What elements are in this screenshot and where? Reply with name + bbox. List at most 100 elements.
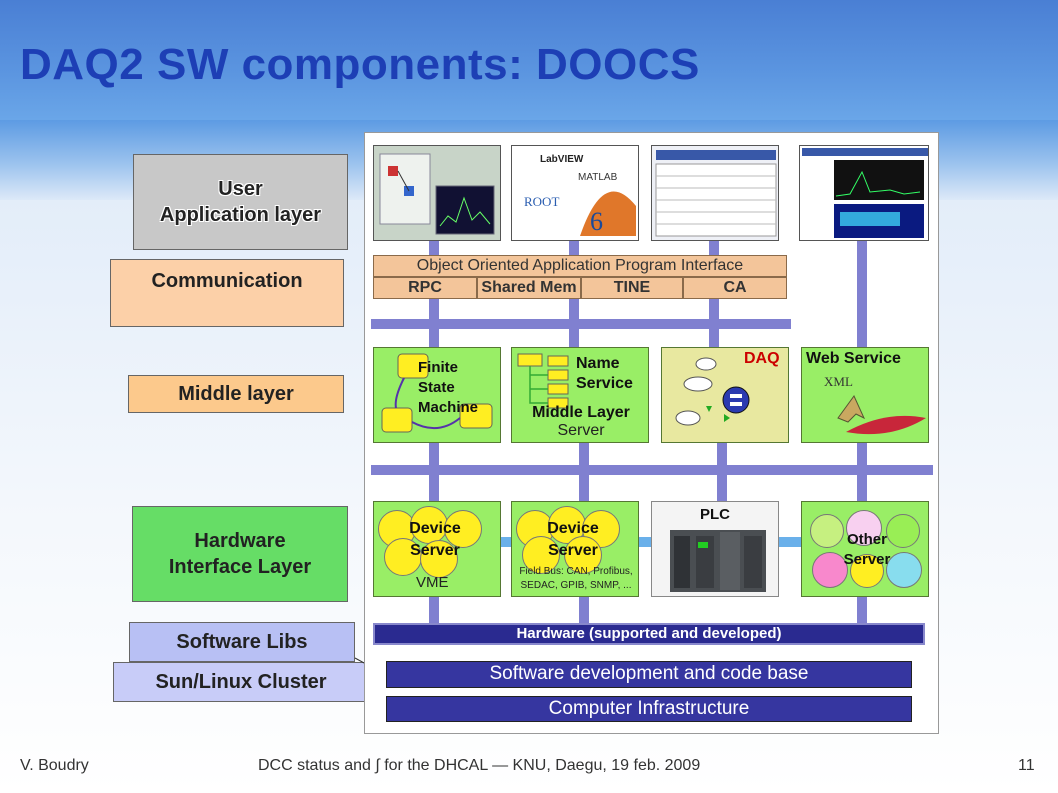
- doocs-architecture-diagram: LabVIEW MATLAB ROOT 6 Object Oriented Ap…: [364, 132, 939, 734]
- synoptic-panel-graphic: [379, 153, 495, 235]
- oo-api-box: Object Oriented Application Program Inte…: [373, 255, 787, 277]
- web-service-label: Web Service: [806, 350, 901, 367]
- connector: [779, 537, 801, 547]
- daq-label: DAQ: [744, 350, 780, 367]
- name-service-label: Name Service: [576, 355, 633, 392]
- other-server-label: Other Server: [843, 531, 891, 568]
- connector: [709, 299, 719, 347]
- middle-layer-label: Middle layer: [128, 375, 344, 413]
- tomcat-feather-graphic: [837, 395, 926, 435]
- device-server-vme-box: Device Server VME: [373, 501, 501, 597]
- tables-window-graphic: [655, 150, 777, 237]
- device-circle: [420, 540, 458, 578]
- connector: [639, 537, 651, 547]
- protocol-rpc: RPC: [373, 277, 477, 299]
- oo-api-title: Object Oriented Application Program Inte…: [416, 257, 744, 274]
- device-circle: [846, 510, 882, 546]
- plc-label: PLC: [700, 506, 730, 523]
- user-label-line2: Application layer: [159, 204, 322, 226]
- device-circle: [384, 538, 422, 576]
- communication-label: Communication: [110, 259, 344, 327]
- software-development-bar: Software development and code base: [386, 661, 912, 688]
- user-label-line1: User: [218, 178, 263, 200]
- application-screenshot-3: [651, 145, 779, 241]
- software-bus-upper: [371, 319, 791, 329]
- communication-text: Communication: [151, 270, 303, 292]
- computer-infrastructure-text: Computer Infrastructure: [548, 698, 750, 719]
- fieldbus-line1: Field Bus: CAN, Profibus,: [519, 566, 633, 577]
- hardware-label-line2: Interface Layer: [168, 556, 312, 578]
- protocol-shared-mem-label: Shared Mem: [481, 279, 577, 296]
- device-circle: [810, 514, 844, 548]
- daq-box: DAQ: [661, 347, 789, 443]
- user-application-layer-label: User Application layer: [133, 154, 348, 250]
- footer-page-number: 11: [1018, 757, 1035, 774]
- software-libs-label: Software Libs: [129, 622, 355, 662]
- plc-box: PLC: [651, 501, 779, 597]
- hardware-interface-layer-label: Hardware Interface Layer: [132, 506, 348, 602]
- state-machine-graphic: [381, 353, 493, 433]
- plc-hardware-graphic: [670, 530, 766, 592]
- application-screenshot-4: [799, 145, 929, 241]
- protocol-tine: TINE: [581, 277, 683, 299]
- other-server-box: Other Server: [801, 501, 929, 597]
- connector: [429, 443, 439, 501]
- software-libs-text: Software Libs: [176, 631, 308, 653]
- device-server-label: Device Server: [409, 520, 461, 559]
- protocol-rpc-label: RPC: [408, 279, 442, 296]
- application-screenshot-2: LabVIEW MATLAB ROOT 6: [511, 145, 639, 241]
- device-server-fieldbus-box: Device Server Field Bus: CAN, Profibus, …: [511, 501, 639, 597]
- header-band: [0, 0, 1058, 120]
- protocol-ca-label: CA: [723, 279, 747, 296]
- protocol-tine-label: TINE: [613, 279, 651, 296]
- connector: [429, 241, 439, 255]
- connector: [579, 597, 589, 623]
- fieldbus-line2: SEDAC, GPIB, SNMP, ...: [520, 580, 632, 591]
- computer-infrastructure-bar: Computer Infrastructure: [386, 696, 912, 722]
- fsm-box: Finite State Machine: [373, 347, 501, 443]
- device-circle: [564, 536, 602, 574]
- software-development-text: Software development and code base: [489, 663, 809, 684]
- connector: [857, 597, 867, 623]
- middle-layer-server-label-line2: Server: [557, 422, 605, 439]
- fsm-label: Finite State Machine: [418, 359, 479, 416]
- matlab-logo: MATLAB: [578, 172, 618, 183]
- footer-author: V. Boudry: [20, 757, 89, 774]
- web-service-box: Web Service XML: [801, 347, 929, 443]
- vme-label: VME: [416, 574, 449, 591]
- connector: [579, 443, 589, 501]
- footer-center: DCC status and ∫ for the DHCAL — KNU, Da…: [258, 757, 701, 774]
- device-circle: [886, 514, 920, 548]
- device-circle: [812, 552, 848, 588]
- xml-label: XML: [824, 374, 853, 389]
- connector: [569, 299, 579, 347]
- labview-logo: LabVIEW: [540, 154, 584, 165]
- device-circle: [522, 536, 560, 574]
- name-tree-graphic: [517, 353, 569, 409]
- device-server-label: Device Server: [547, 520, 599, 559]
- connector: [709, 241, 719, 255]
- matlab-surface-graphic: 6: [580, 191, 636, 236]
- daq-flow-graphic: [675, 357, 750, 426]
- connector: [569, 241, 579, 255]
- device-circle: [850, 554, 884, 588]
- name-service-box: Name Service Middle Layer Server: [511, 347, 649, 443]
- connector: [429, 597, 439, 623]
- software-bus-lower: [371, 465, 933, 475]
- web-plots-graphic: [802, 148, 928, 238]
- connector: [429, 299, 439, 347]
- protocol-shared-mem: Shared Mem: [477, 277, 581, 299]
- middle-layer-text: Middle layer: [178, 383, 294, 405]
- connector: [717, 443, 727, 501]
- cluster-text: Sun/Linux Cluster: [155, 671, 327, 693]
- device-circle: [886, 552, 922, 588]
- device-circle: [444, 510, 482, 548]
- application-screenshot-1: [373, 145, 501, 241]
- root-logo: ROOT: [524, 194, 560, 209]
- hardware-supported-bar: Hardware (supported and developed): [373, 623, 925, 645]
- sun-linux-cluster-label: Sun/Linux Cluster: [113, 662, 369, 702]
- hardware-bar-label: Hardware (supported and developed): [516, 625, 782, 642]
- connector: [501, 537, 511, 547]
- hardware-label-line1: Hardware: [194, 530, 286, 552]
- svg-text:6: 6: [590, 207, 603, 236]
